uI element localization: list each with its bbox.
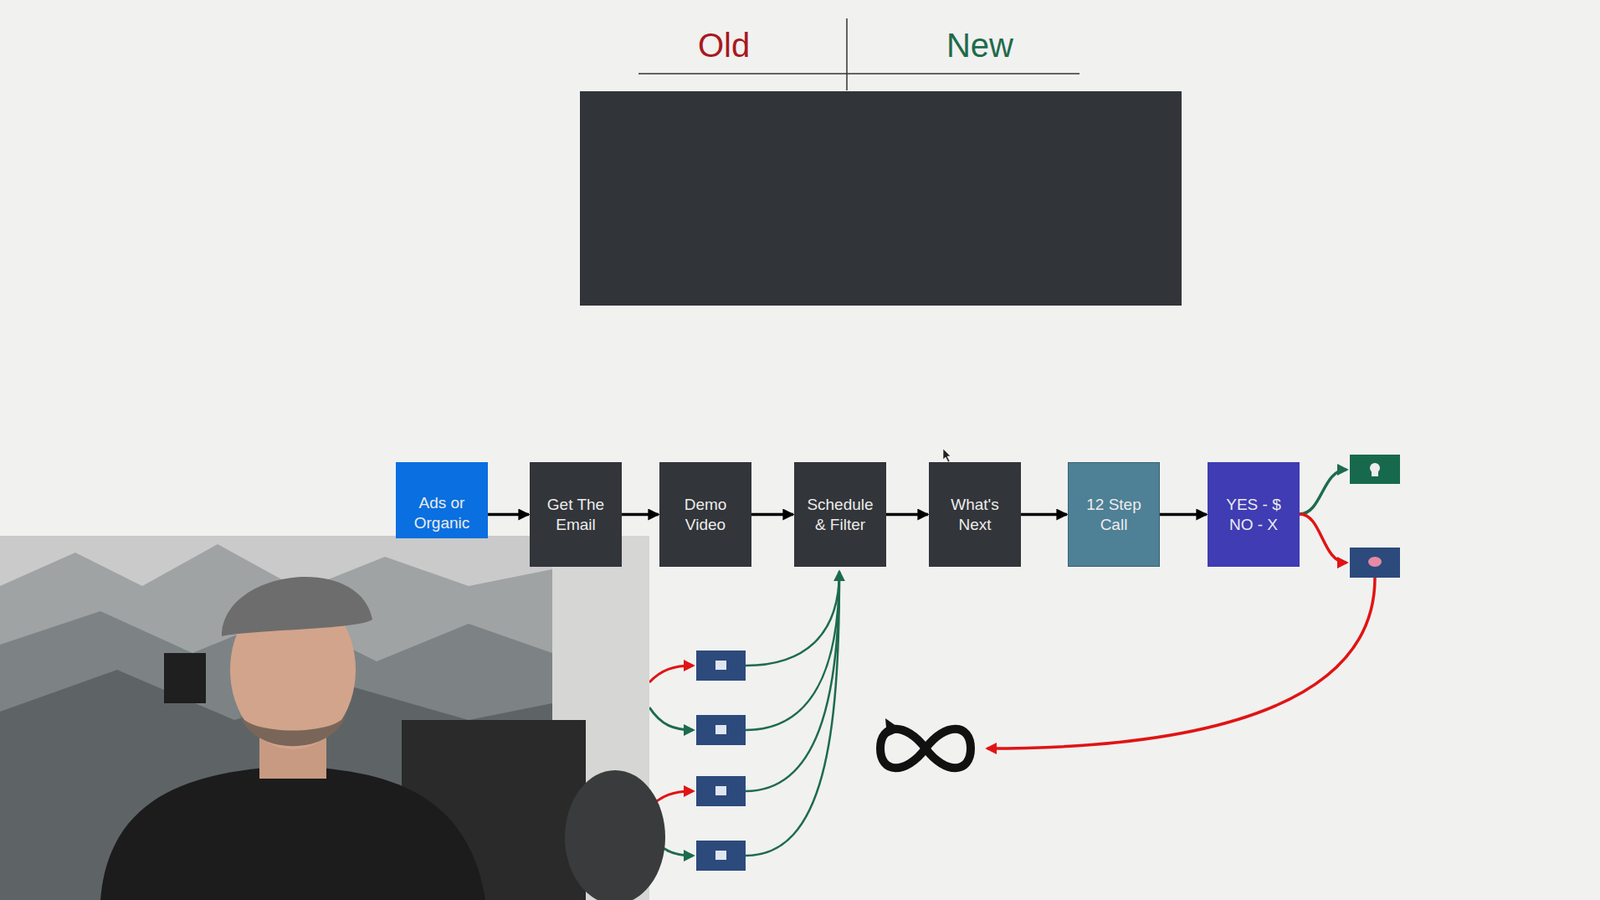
dark-panel bbox=[579, 91, 1182, 306]
brain-box bbox=[1349, 547, 1400, 578]
box-label: Ads or Organic bbox=[404, 492, 480, 534]
webcam-person-cap bbox=[221, 576, 373, 636]
win-icon bbox=[1371, 471, 1379, 477]
webcam-background bbox=[0, 535, 650, 900]
mouse-cursor bbox=[943, 448, 951, 462]
no-arrow bbox=[1299, 513, 1347, 563]
webcam-person-beard bbox=[238, 711, 348, 746]
process-box: YES - $ NO - X bbox=[1207, 461, 1300, 567]
email-icon bbox=[715, 850, 727, 860]
email-icon bbox=[715, 724, 727, 734]
infinity-arrowhead bbox=[885, 717, 903, 737]
infinity-symbol bbox=[880, 717, 971, 768]
box-label: Schedule & Filter bbox=[802, 494, 878, 535]
win-icon bbox=[1369, 462, 1380, 473]
box-label: Demo Video bbox=[667, 494, 744, 535]
merge-curve bbox=[745, 571, 840, 730]
infinity-path bbox=[880, 728, 971, 769]
webcam-overlay bbox=[0, 535, 666, 900]
webcam-microphone bbox=[564, 769, 666, 900]
header-divider bbox=[846, 18, 848, 91]
loop-arrow bbox=[987, 577, 1375, 749]
flow-arrow bbox=[886, 512, 929, 517]
email-box bbox=[696, 650, 746, 681]
email-icon bbox=[715, 660, 727, 670]
flow-arrow bbox=[621, 512, 659, 517]
column-heading: Old bbox=[697, 26, 750, 65]
process-box: Ads or Organic bbox=[395, 461, 488, 539]
email-box bbox=[696, 775, 746, 806]
email-icon bbox=[715, 785, 727, 795]
flow-arrow bbox=[487, 512, 529, 517]
process-box: What's Next bbox=[928, 461, 1021, 567]
flow-arrow bbox=[751, 512, 794, 517]
box-label: YES - $ NO - X bbox=[1215, 494, 1292, 535]
box-label: Get The Email bbox=[538, 494, 614, 535]
email-box bbox=[696, 714, 746, 745]
merge-curve bbox=[745, 571, 840, 856]
email-box bbox=[696, 840, 746, 871]
outcome-arrows bbox=[987, 469, 1375, 749]
webcam-monitor bbox=[164, 652, 206, 703]
email-icons bbox=[696, 650, 746, 871]
yes-arrow bbox=[1299, 469, 1347, 514]
column-heading: New bbox=[946, 26, 1014, 65]
red-arrow bbox=[649, 665, 693, 683]
process-box: Schedule & Filter bbox=[794, 461, 887, 567]
webcam-person-shirt bbox=[100, 765, 486, 900]
process-box: Demo Video bbox=[659, 461, 752, 567]
process-box: Get The Email bbox=[529, 461, 622, 567]
green-arrow bbox=[649, 707, 693, 730]
merge-curve bbox=[745, 571, 840, 666]
header-rule bbox=[638, 72, 1080, 75]
process-box: 12 Step Call bbox=[1067, 461, 1160, 567]
box-label: What's Next bbox=[937, 494, 1013, 535]
flow-arrow bbox=[1020, 512, 1067, 517]
flow-arrow bbox=[1159, 512, 1207, 517]
brain-icon bbox=[1368, 556, 1382, 567]
win-box bbox=[1349, 454, 1400, 484]
box-label: 12 Step Call bbox=[1076, 494, 1151, 535]
merge-curves bbox=[745, 571, 840, 856]
